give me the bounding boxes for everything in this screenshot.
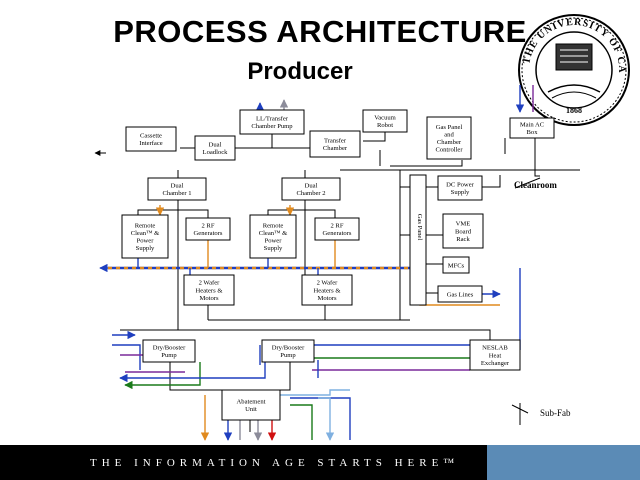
neslab-label-line: NESLAB: [482, 345, 508, 352]
gaspanelctl-label-line: Gas Panel: [436, 124, 463, 131]
remote2-label-line: Clean™ &: [259, 230, 288, 237]
remote2-label-line: Remote: [263, 222, 284, 229]
remote2-label-line: Power: [265, 238, 283, 245]
gaspanel-box: Gas Panel: [409, 174, 427, 306]
remote1-label-line: Remote: [135, 222, 156, 229]
heater2-label-line: Motors: [317, 295, 336, 302]
gaslines-label-line: Gas Lines: [447, 291, 474, 298]
connections: [94, 132, 580, 432]
neslab-label-line: Heat: [489, 352, 502, 359]
subfab-label: Sub-Fab: [540, 408, 571, 418]
gaslines-box: Gas Lines: [437, 285, 483, 303]
dcpower-label-line: Supply: [451, 189, 470, 196]
vacrobot-label-line: Vacuum: [374, 115, 396, 122]
dualch1-label-line: Chamber 1: [162, 190, 191, 197]
gaspanelctl-label-line: and: [444, 132, 454, 139]
footer-tagline: THE INFORMATION AGE STARTS HERE™: [90, 457, 460, 469]
rfgen1-label-line: 2 RF: [201, 223, 214, 230]
cleanroom-label: Cleanroom: [514, 180, 557, 190]
pump2-label-line: Dry/Booster: [272, 345, 305, 352]
rfgen2-label-line: Generators: [323, 230, 352, 237]
utility-lines: [99, 85, 534, 441]
mfcs-box: MFCs: [442, 256, 470, 274]
footer-blue-panel: [487, 445, 640, 480]
gaspanelctl-label-line: Chamber: [437, 139, 462, 146]
cassette-label-line: Cassette: [140, 133, 162, 140]
pump2-label-line: Pump: [280, 352, 296, 359]
abatement-label-line: Unit: [245, 406, 257, 413]
dualloadlock-label-line: Dual: [209, 142, 222, 149]
llpump-label-line: Chamber Pump: [251, 123, 293, 130]
heater1-label-line: Motors: [199, 295, 218, 302]
gaspanel-label: Gas Panel: [416, 214, 423, 241]
remote2-label-line: Supply: [264, 245, 283, 252]
footer-bar: THE INFORMATION AGE STARTS HERE™: [0, 445, 640, 480]
pump1-label-line: Pump: [161, 352, 177, 359]
vme-label-line: Board: [455, 228, 472, 235]
vme-label-line: VME: [456, 221, 471, 228]
dualch2-label-line: Dual: [305, 183, 318, 190]
cassette-label-line: Interface: [139, 140, 162, 147]
heater1-label-line: 2 Wafer: [199, 280, 221, 287]
remote1-label-line: Supply: [136, 245, 155, 252]
llpump-label-line: LL/Transfer: [256, 116, 289, 123]
dcpower-label-line: DC Power: [446, 182, 474, 189]
abatement-label-line: Abatement: [237, 399, 266, 406]
rfgen2-label-line: 2 RF: [330, 223, 343, 230]
neslab-label-line: Exchanger: [481, 360, 510, 367]
university-seal: THE UNIVERSITY OF CALIFORNIA 1868: [0, 0, 630, 126]
footer-dark-panel: [0, 445, 487, 480]
rfgen1-label-line: Generators: [194, 230, 223, 237]
transfer-label-line: Transfer: [324, 138, 347, 145]
pump1-label-line: Dry/Booster: [153, 345, 186, 352]
dualch2-label-line: Chamber 2: [296, 190, 325, 197]
remote1-label-line: Clean™ &: [131, 230, 160, 237]
transfer-label-line: Chamber: [323, 145, 348, 152]
dualch1-label-line: Dual: [171, 183, 184, 190]
process-diagram: THE UNIVERSITY OF CALIFORNIA 1868: [0, 0, 630, 441]
mfcs-label-line: MFCs: [448, 262, 465, 269]
heater2-label-line: 2 Wafer: [317, 280, 339, 287]
gaspanelctl-label-line: Controller: [435, 147, 463, 154]
mainac-label-line: Main AC: [520, 122, 545, 129]
page-subtitle: Producer: [247, 58, 353, 85]
remote1-label-line: Power: [137, 238, 155, 245]
mainac-label-line: Box: [527, 129, 539, 136]
heater1-label-line: Heaters &: [196, 287, 224, 294]
page-title: PROCESS ARCHITECTURE: [113, 14, 527, 49]
dualloadlock-label-line: Loadlock: [203, 149, 229, 156]
vme-label-line: Rack: [456, 236, 470, 243]
heater2-label-line: Heaters &: [314, 287, 342, 294]
seal-year: 1868: [566, 106, 582, 115]
vacrobot-label-line: Robot: [377, 122, 393, 129]
